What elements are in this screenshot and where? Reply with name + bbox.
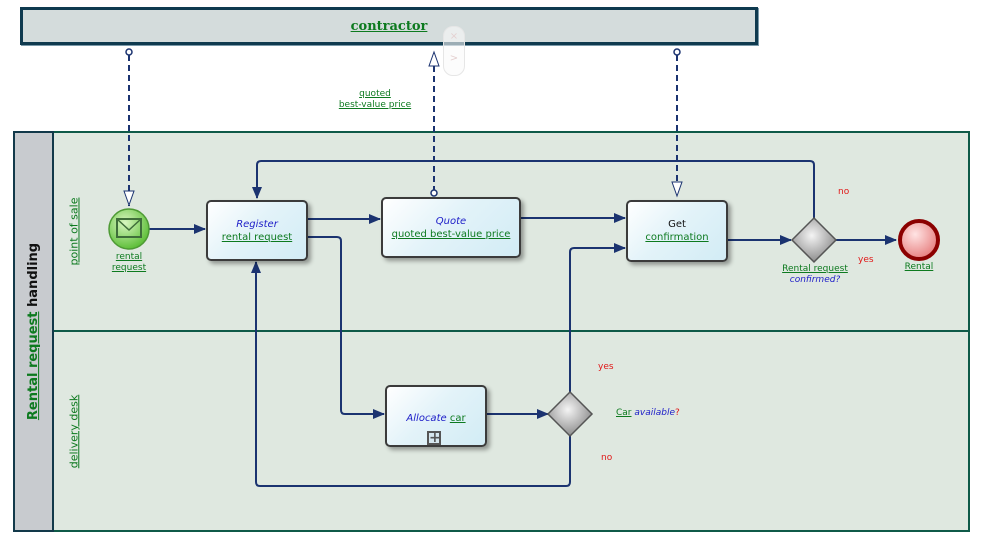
task-allocate-car[interactable]: Allocate car xyxy=(385,385,487,447)
start-event-rental-request[interactable] xyxy=(108,208,150,250)
task-confirmation-verb: Get xyxy=(668,219,686,230)
condition-yes-available: yes xyxy=(598,362,614,372)
message-flow-confirmation[interactable] xyxy=(671,48,683,198)
task-allocate-object[interactable]: car xyxy=(449,412,466,424)
gateway-confirmed-word: confirmed xyxy=(789,275,836,285)
gateway-confirmed-label: Rental request confirmed? xyxy=(769,264,861,286)
task-quote[interactable]: Quote quoted best-value price xyxy=(381,197,521,258)
task-get-confirmation[interactable]: Get confirmation xyxy=(626,200,728,262)
lane-divider xyxy=(54,330,970,332)
message-flow-label: quoted best-value price xyxy=(330,89,420,111)
condition-no-confirmed: no xyxy=(838,187,850,197)
task-quote-verb: Quote xyxy=(435,215,467,227)
message-flow-quote[interactable] xyxy=(428,50,440,197)
flow-register-to-allocate[interactable] xyxy=(308,236,385,419)
gateway-confirmed-line1[interactable]: Rental request xyxy=(782,264,848,274)
contractor-pool-title[interactable]: contractor xyxy=(350,19,428,34)
start-label-line2[interactable]: request xyxy=(111,263,147,273)
end-event-rental[interactable] xyxy=(898,219,940,261)
gateway-available-label: Car available? xyxy=(616,408,680,419)
gateway-available-q: ? xyxy=(674,408,680,418)
condition-yes-confirmed: yes xyxy=(858,255,874,265)
floating-toolbar[interactable]: × > xyxy=(443,26,465,76)
envelope-icon xyxy=(116,218,142,238)
condition-no-available: no xyxy=(601,453,613,463)
end-event-label: Rental xyxy=(899,262,939,273)
task-confirmation-object[interactable]: confirmation xyxy=(645,232,709,243)
task-quote-object[interactable]: quoted best-value price xyxy=(391,228,511,240)
message-flow-rental-request[interactable] xyxy=(123,48,135,207)
task-allocate-verb: Allocate xyxy=(406,412,450,424)
message-label-line1[interactable]: quoted xyxy=(359,89,391,99)
task-register-object[interactable]: rental request xyxy=(221,231,293,243)
flow-car-yes[interactable] xyxy=(569,243,626,392)
gateway-available-word: available xyxy=(631,408,675,418)
task-register-verb: Register xyxy=(236,218,278,230)
rental-pool-header xyxy=(13,131,54,532)
close-icon[interactable]: × xyxy=(449,31,459,42)
gateway-car-available[interactable] xyxy=(546,390,594,438)
gateway-confirmed-q: ? xyxy=(835,275,841,285)
message-label-line2[interactable]: best-value price xyxy=(338,100,412,110)
start-event-label: rental request xyxy=(99,252,159,274)
flow-car-no[interactable] xyxy=(251,261,571,487)
start-label-line1[interactable]: rental xyxy=(115,252,143,262)
contractor-pool[interactable]: contractor xyxy=(20,7,758,45)
subprocess-expand-icon[interactable]: + xyxy=(427,430,441,446)
next-icon[interactable]: > xyxy=(449,53,459,64)
gateway-rental-confirmed[interactable] xyxy=(790,216,838,264)
gateway-available-object[interactable]: Car xyxy=(616,408,632,418)
flow-confirmed-no[interactable] xyxy=(252,160,815,218)
end-event-label-text[interactable]: Rental xyxy=(904,262,934,272)
task-register-rental-request[interactable]: Register rental request xyxy=(206,200,308,261)
